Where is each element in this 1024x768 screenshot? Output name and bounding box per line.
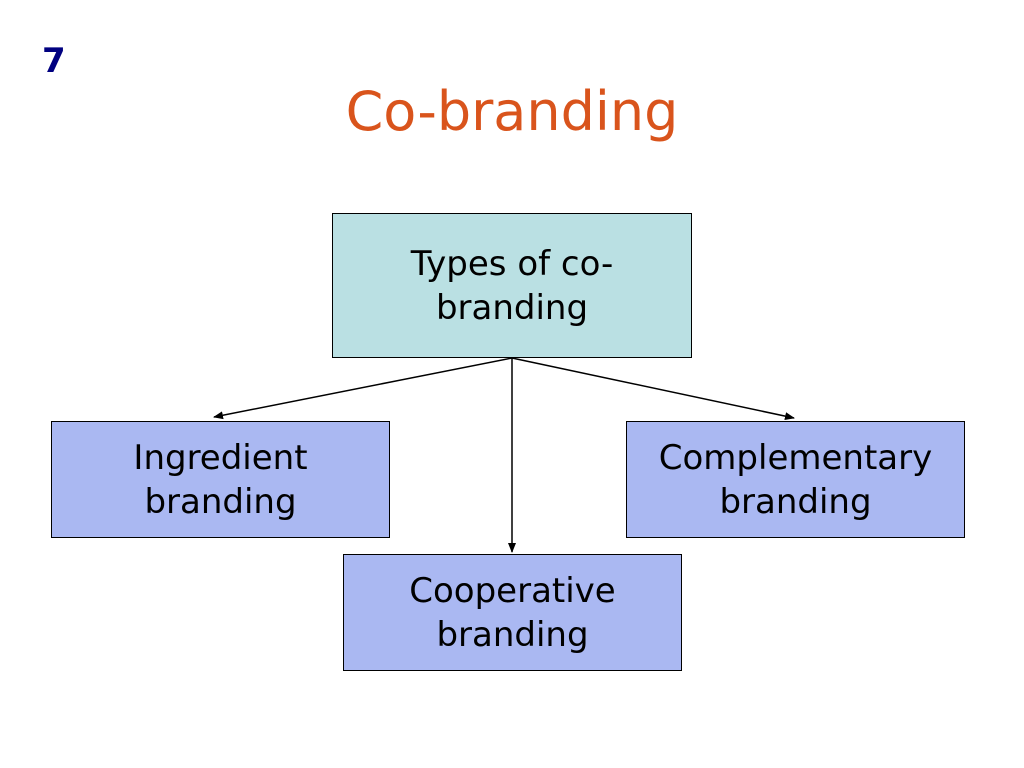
complementary-box-line-2: branding — [719, 481, 872, 522]
root-box-types-of-co-branding: Types of co- branding — [332, 213, 692, 358]
child-box-complementary-branding: Complementary branding — [626, 421, 965, 538]
connector-to-ingredient — [213, 357, 513, 420]
connector-to-complementary — [511, 357, 795, 421]
root-box-line-1: Types of co- — [410, 243, 614, 284]
child-box-cooperative-branding: Cooperative branding — [343, 554, 682, 671]
ingredient-box-line-1: Ingredient — [133, 437, 308, 478]
child-box-ingredient-branding: Ingredient branding — [51, 421, 390, 538]
slide-number: 7 — [42, 41, 66, 81]
cooperative-box-line-1: Cooperative — [409, 570, 616, 611]
root-box-line-2: branding — [435, 287, 589, 328]
cooperative-box-line-2: branding — [436, 614, 589, 655]
slide-title: Co-branding — [345, 80, 679, 143]
ingredient-box-line-2: branding — [144, 481, 297, 522]
complementary-box-line-1: Complementary — [658, 437, 933, 478]
